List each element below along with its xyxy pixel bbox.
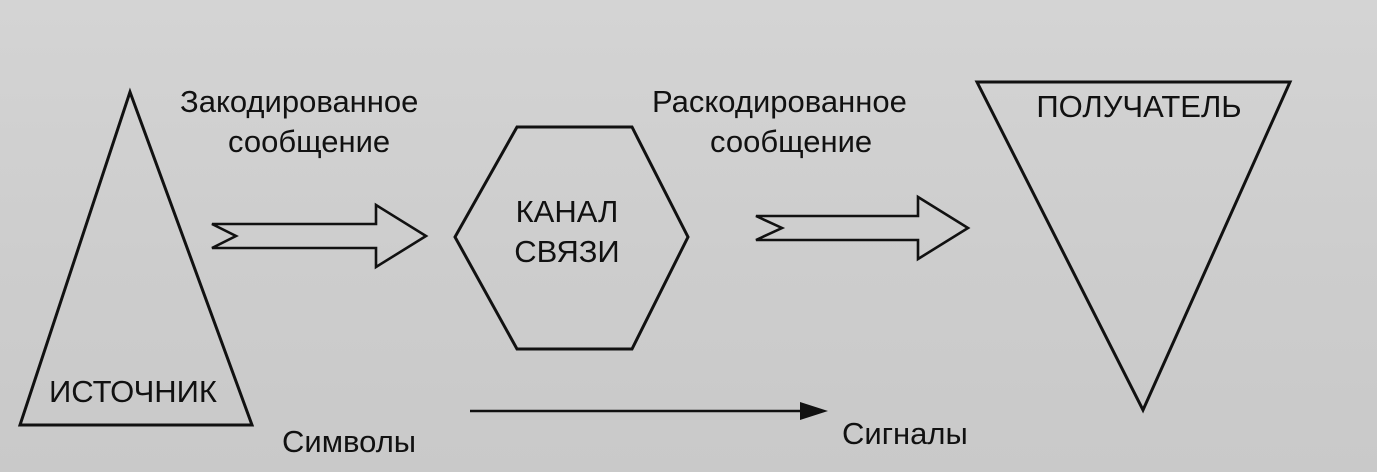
decoded-message: Раскодированное сообщение (652, 84, 907, 159)
source-label: ИСТОЧНИК (49, 374, 217, 409)
channel-node: КАНАЛ СВЯЗИ (453, 125, 690, 351)
decoded-message-line1: Раскодированное (652, 84, 907, 119)
decoded-arrow-icon (755, 194, 971, 262)
encoded-arrow-icon (211, 202, 429, 270)
symbols-label: Символы (282, 424, 416, 459)
encoded-message-line1: Закодированное (180, 84, 418, 119)
signals-label: Сигналы (842, 416, 968, 451)
channel-hexagon (453, 125, 690, 351)
encoded-message: Закодированное сообщение (180, 84, 418, 159)
channel-label-line2: СВЯЗИ (514, 234, 619, 269)
receiver-label: ПОЛУЧАТЕЛЬ (1036, 89, 1241, 124)
decoded-message-line2: сообщение (710, 124, 872, 159)
source-triangle (17, 87, 255, 427)
receiver-triangle (974, 80, 1293, 414)
encoded-message-line2: сообщение (228, 124, 390, 159)
channel-label-line1: КАНАЛ (516, 194, 619, 229)
receiver-node: ПОЛУЧАТЕЛЬ (974, 80, 1293, 414)
source-node: ИСТОЧНИК (17, 87, 255, 427)
symbols-to-signals: Символы Сигналы (282, 402, 968, 459)
symbols-signals-arrowhead-icon (800, 402, 828, 420)
